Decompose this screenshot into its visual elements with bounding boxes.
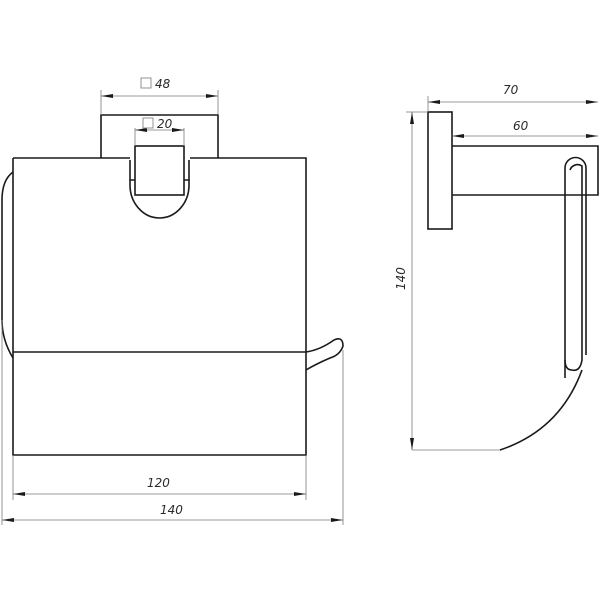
square-symbol-icon xyxy=(142,117,154,129)
dim-arm-20: 20 xyxy=(134,117,185,146)
side-view: 70 60 140 xyxy=(394,83,599,451)
arm xyxy=(452,145,599,196)
dim-cover-width-120: 120 xyxy=(12,455,307,500)
dim-depth-70: 70 xyxy=(427,83,598,112)
arm-rounded-end xyxy=(129,180,190,219)
dim-label-120: 120 xyxy=(147,476,170,490)
dim-label-48: 48 xyxy=(155,77,171,91)
dim-mount-plate-48: 48 xyxy=(100,77,219,115)
dim-label-20: 20 xyxy=(157,117,173,131)
hook-loop xyxy=(564,156,587,378)
hook-inner xyxy=(564,163,583,372)
dim-label-70: 70 xyxy=(503,83,519,97)
mount-plate xyxy=(100,114,219,158)
dim-height-140: 140 xyxy=(394,111,428,450)
dim-overall-width-140: 140 xyxy=(1,320,343,525)
dim-label-60: 60 xyxy=(513,119,529,133)
arm-square xyxy=(134,145,185,196)
cover-lip xyxy=(305,338,344,371)
front-view: 48 20 120 140 xyxy=(1,77,344,525)
square-symbol-icon xyxy=(140,77,152,89)
wall-plate xyxy=(427,111,453,230)
dim-label-140-vertical: 140 xyxy=(394,267,408,290)
cover-left-curve xyxy=(1,171,14,359)
dim-arm-60: 60 xyxy=(452,119,598,138)
dim-label-140: 140 xyxy=(160,503,183,517)
cover-curve xyxy=(499,369,583,451)
cover-top-outline xyxy=(12,157,307,456)
